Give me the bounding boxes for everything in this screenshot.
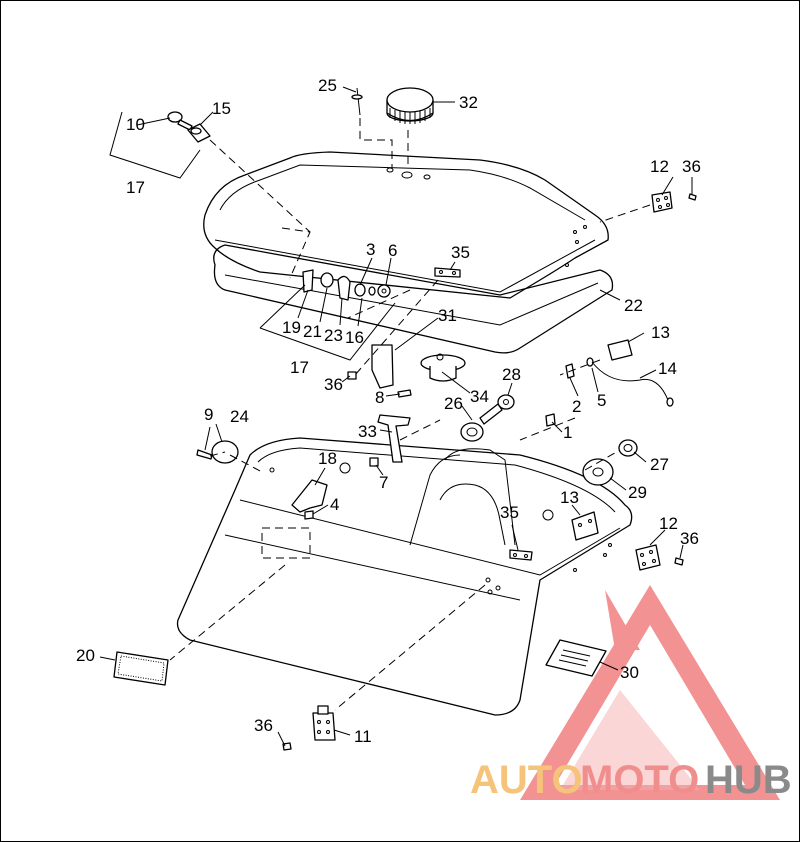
callout-34: 34 — [470, 387, 489, 406]
callout-11: 11 — [354, 727, 372, 746]
callout-20: 20 — [76, 646, 95, 665]
handle-part — [460, 403, 503, 442]
callout-4: 4 — [330, 495, 339, 514]
callout-1: 1 — [563, 423, 572, 442]
callout-32: 32 — [459, 93, 478, 112]
callout-10: 10 — [126, 115, 145, 134]
hinge-lower-part — [635, 544, 661, 571]
callout-36-right: 36 — [680, 529, 699, 548]
callout-24: 24 — [230, 407, 249, 426]
callout-13-lower: 13 — [560, 488, 579, 507]
screw-4-part — [304, 510, 314, 520]
callout-17-upper: 17 — [126, 178, 145, 197]
callout-22: 22 — [624, 296, 643, 315]
screw-9-part — [196, 449, 213, 460]
pin-part — [351, 87, 363, 116]
hinge-upper-part — [651, 191, 673, 213]
watermark-hub: HUB — [705, 758, 792, 802]
washer-part — [497, 394, 515, 410]
callout-5: 5 — [597, 391, 606, 410]
callout-28: 28 — [502, 365, 521, 384]
callout-16: 16 — [345, 328, 364, 347]
callout-30: 30 — [620, 663, 639, 682]
plate-lower-part — [509, 549, 533, 561]
striker-18-part — [291, 479, 328, 513]
latch-body-part — [420, 353, 466, 382]
callout-21: 21 — [303, 322, 322, 341]
assembly-lines — [169, 118, 651, 711]
grommet-part — [586, 357, 594, 367]
callout-36-upper: 36 — [682, 157, 701, 176]
callout-12-upper: 12 — [650, 157, 669, 176]
screw-36-right-part — [674, 557, 684, 566]
grommet-27-part — [618, 439, 638, 457]
callout-12-lower: 12 — [659, 514, 678, 533]
watermark-text: AUTO MOTO HUB — [470, 758, 792, 802]
callout-3: 3 — [366, 240, 375, 259]
callout-9: 9 — [204, 405, 213, 424]
callout-labels: 10 15 17 25 32 12 36 3 6 35 22 19 21 23 … — [76, 76, 701, 746]
label-30-part — [545, 639, 607, 677]
callout-2: 2 — [572, 397, 581, 416]
reflector-20-part — [113, 651, 169, 686]
callout-6: 6 — [388, 241, 397, 260]
bolt-8-part — [397, 389, 412, 398]
callout-14: 14 — [658, 359, 677, 378]
callout-31: 31 — [438, 306, 457, 325]
leader-lines — [99, 86, 693, 747]
callout-7: 7 — [379, 473, 388, 492]
pad-29-part — [582, 458, 614, 486]
callout-15: 15 — [212, 99, 231, 118]
callout-26: 26 — [444, 394, 463, 413]
cable-part — [591, 361, 669, 401]
callout-36-mid: 36 — [324, 375, 343, 394]
switch-lower-part — [571, 511, 599, 541]
screw-7-part — [369, 457, 379, 467]
callout-25: 25 — [318, 76, 337, 95]
callout-35-upper: 35 — [451, 243, 470, 262]
callout-17-lower: 17 — [290, 358, 309, 377]
saddlebag-case — [176, 437, 633, 716]
plate-upper-part — [434, 267, 461, 278]
key-part — [167, 111, 193, 131]
lock-cylinder-part — [187, 123, 211, 143]
callout-29: 29 — [628, 483, 647, 502]
strap-part — [377, 414, 441, 463]
watermark-moto: MOTO — [580, 758, 699, 802]
callout-27: 27 — [650, 455, 669, 474]
lid-assembly — [203, 151, 614, 354]
screw-part — [688, 193, 697, 201]
callout-19: 19 — [282, 318, 301, 337]
watermark-auto: AUTO — [470, 758, 583, 802]
callout-33: 33 — [358, 422, 377, 441]
knob-part — [386, 87, 434, 124]
switch-upper-part — [607, 339, 633, 361]
screw-36-bottom-part — [282, 742, 292, 751]
callout-36-bottom: 36 — [254, 716, 273, 735]
latch-parts — [302, 269, 391, 301]
callout-8: 8 — [375, 388, 384, 407]
screw-36-mid-part — [347, 371, 357, 380]
hinge-bottom-part — [312, 705, 336, 741]
watermark-logo-icon — [520, 585, 780, 800]
callout-13-upper: 13 — [651, 323, 670, 342]
callout-23: 23 — [324, 326, 343, 345]
bracket-part — [371, 344, 394, 389]
callout-18: 18 — [318, 449, 337, 468]
callout-35-lower: 35 — [500, 503, 519, 522]
